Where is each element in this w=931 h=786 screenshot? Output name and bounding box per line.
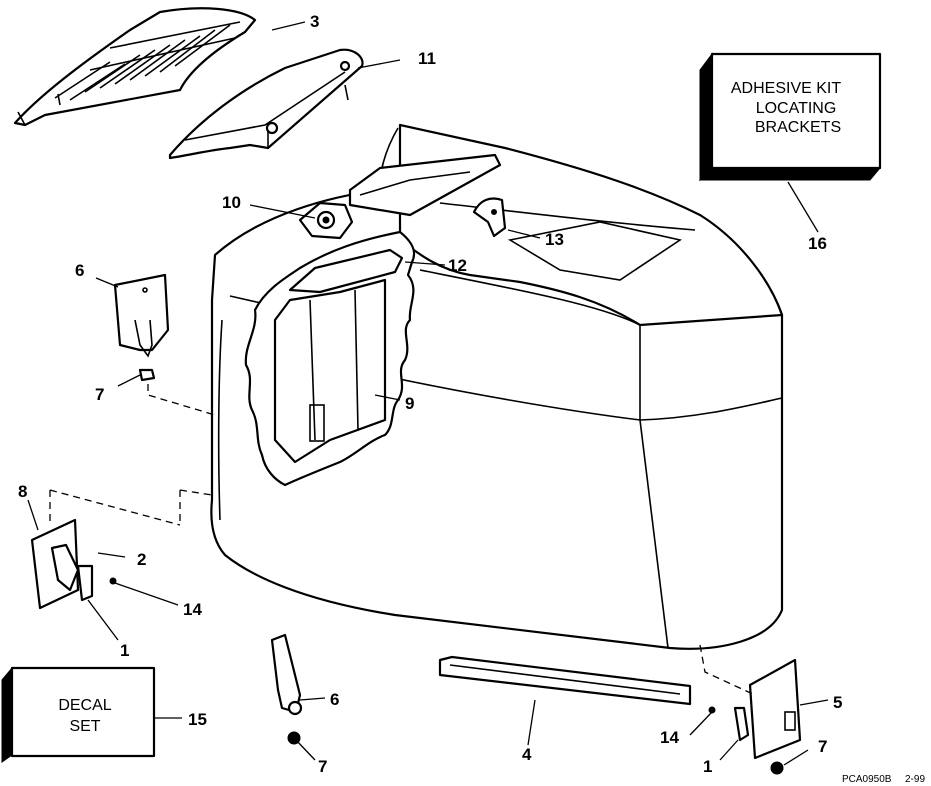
fill-cap bbox=[298, 201, 354, 240]
callout-14-right: 14 bbox=[660, 728, 679, 747]
trim-strip bbox=[438, 655, 692, 706]
callout-11: 11 bbox=[418, 49, 436, 68]
callout-7-lower: 7 bbox=[318, 757, 327, 776]
callout-13: 13 bbox=[545, 230, 564, 249]
callout-8: 8 bbox=[18, 482, 27, 501]
callout-14-left: 14 bbox=[183, 600, 202, 619]
adhesive-kit-box: ADHESIVE KIT LOCATING BRACKETS bbox=[698, 52, 882, 182]
callout-12: 12 bbox=[448, 256, 467, 275]
cutaway-window bbox=[244, 230, 416, 487]
bracket-upper-left bbox=[113, 273, 170, 358]
callout-7-right: 7 bbox=[818, 737, 827, 756]
callout-7-upper: 7 bbox=[95, 385, 104, 404]
assembly-lines bbox=[49, 384, 756, 696]
callout-10: 10 bbox=[222, 193, 241, 212]
decal-box-line1: DECAL bbox=[58, 697, 111, 714]
callout-1-left: 1 bbox=[120, 641, 129, 660]
decal-set-box: DECAL SET bbox=[1, 666, 156, 763]
decal-box-line2: SET bbox=[69, 718, 100, 735]
callout-3: 3 bbox=[310, 12, 319, 31]
bracket-lower-center bbox=[270, 633, 303, 716]
vent-grille bbox=[13, 7, 257, 127]
side-plate-right bbox=[708, 658, 802, 760]
callout-2: 2 bbox=[137, 550, 146, 569]
leader-lines bbox=[27, 21, 829, 766]
callout-5: 5 bbox=[833, 693, 842, 712]
adhesive-box-line1: ADHESIVE KIT bbox=[731, 80, 841, 97]
callout-6-lower: 6 bbox=[330, 690, 339, 709]
fasteners bbox=[138, 368, 784, 775]
top-cover bbox=[168, 48, 364, 160]
reference-code: PCA0950B bbox=[842, 774, 892, 785]
callout-15: 15 bbox=[188, 710, 207, 729]
adhesive-box-line3: BRACKETS bbox=[755, 119, 841, 136]
callout-4: 4 bbox=[522, 745, 532, 764]
callout-9: 9 bbox=[405, 394, 414, 413]
reference-date: 2-99 bbox=[905, 774, 925, 785]
latch bbox=[472, 197, 507, 238]
callout-numbers: 3 11 10 13 12 9 6 7 8 2 14 1 15 6 7 4 14… bbox=[18, 12, 842, 776]
side-bracket-left bbox=[30, 518, 117, 610]
callout-6-upper: 6 bbox=[75, 261, 84, 280]
callout-1-right: 1 bbox=[703, 757, 712, 776]
callout-16: 16 bbox=[808, 234, 827, 253]
adhesive-box-line2: LOCATING bbox=[756, 100, 837, 117]
